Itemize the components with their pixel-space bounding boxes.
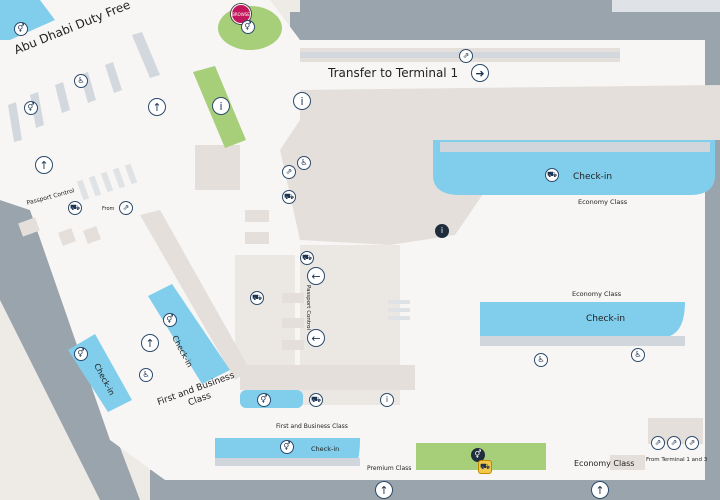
transfer-t1-label: Transfer to Terminal 1: [328, 66, 459, 80]
security-icon[interactable]: ⇗: [119, 201, 133, 215]
compass-icon[interactable]: i: [293, 92, 311, 110]
checkin-label-south: Check-in: [311, 445, 340, 453]
elevator-icon[interactable]: ⇗: [459, 49, 473, 63]
shop-icon[interactable]: ♿: [74, 74, 88, 88]
diagonal-corridor: [140, 210, 250, 380]
prayer-room-icon[interactable]: i: [435, 224, 449, 238]
from-terminals-label: From Terminal 1 and 3: [646, 457, 708, 463]
escalator-icon[interactable]: ⇗: [651, 436, 665, 450]
from-label: From: [102, 206, 115, 212]
arrow-up-icon[interactable]: ↑: [141, 334, 159, 352]
checkin-area-north: [433, 140, 715, 195]
south-block: [240, 365, 415, 390]
economy-class-label-east: Economy Class: [572, 290, 622, 298]
food-icon[interactable]: ⚥: [471, 448, 485, 462]
escalator-icon[interactable]: ⇗: [667, 436, 681, 450]
checkin-desks-east: [480, 336, 685, 346]
baggage-icon[interactable]: ⛟: [68, 201, 82, 215]
wheelchair-icon[interactable]: ♿: [139, 368, 153, 382]
cafe-icon[interactable]: ⛟: [478, 460, 492, 474]
arrow-up-icon[interactable]: ↑: [375, 481, 393, 499]
crosswalks: [76, 163, 410, 320]
first-business-class-label-south: First and Business Class: [276, 423, 348, 430]
people-icon[interactable]: ⚥: [163, 313, 177, 327]
economy-class-label-south: Economy Class: [574, 459, 635, 468]
people-icon[interactable]: ⚥: [74, 347, 88, 361]
restroom-icon[interactable]: ⚥: [24, 101, 38, 115]
rooms: [18, 210, 703, 470]
baggage-icon[interactable]: ⛟: [250, 291, 264, 305]
wheelchair-icon[interactable]: ♿: [631, 348, 645, 362]
escalator-icon[interactable]: ⇗: [685, 436, 699, 450]
wall-north: [290, 12, 720, 40]
checkin-area-small: [240, 390, 303, 408]
checkin-label-north: Check-in: [573, 172, 613, 182]
arrow-up-icon[interactable]: ↑: [591, 481, 609, 499]
arrow-up-icon[interactable]: ↑: [35, 156, 53, 174]
checkin-kiosk-icon[interactable]: ⛟: [545, 168, 559, 182]
checkin-area-east: [480, 302, 685, 336]
premium-class-label: Premium Class: [367, 465, 412, 472]
checkin-kiosk-icon[interactable]: ⛟: [309, 393, 323, 407]
wheelchair-icon[interactable]: ♿: [297, 156, 311, 170]
info-icon[interactable]: i: [380, 393, 394, 407]
people-icon[interactable]: ⚥: [280, 440, 294, 454]
north-roof: [612, 0, 720, 12]
smoking-icon[interactable]: ⇗: [282, 165, 296, 179]
duty-free-area: [0, 0, 55, 40]
restroom-icon[interactable]: ⚥: [241, 20, 255, 34]
atm-icon[interactable]: ⛟: [300, 251, 314, 265]
baggage-icon[interactable]: ⛟: [282, 190, 296, 204]
people-icon[interactable]: ⚥: [257, 393, 271, 407]
economy-class-label-north: Economy Class: [578, 198, 628, 206]
checkin-desks-north: [440, 142, 710, 152]
central-block-west: [195, 145, 240, 190]
lanes: [8, 32, 160, 142]
checkin-label-east: Check-in: [586, 314, 626, 324]
arrow-up-icon[interactable]: ↑: [148, 98, 166, 116]
arrow-left-icon[interactable]: ←: [307, 267, 325, 285]
transfer-arrow-icon[interactable]: ➜: [471, 64, 489, 82]
checkin-desks-south: [215, 458, 360, 466]
restroom-icon[interactable]: ⚥: [14, 22, 28, 36]
compass-icon[interactable]: i: [212, 97, 230, 115]
wheelchair-icon[interactable]: ♿: [534, 353, 548, 367]
arrow-left-icon[interactable]: ←: [307, 329, 325, 347]
passport-control-label-central: Passport Control: [305, 285, 311, 331]
checkin-area-diagonal: [148, 284, 230, 384]
